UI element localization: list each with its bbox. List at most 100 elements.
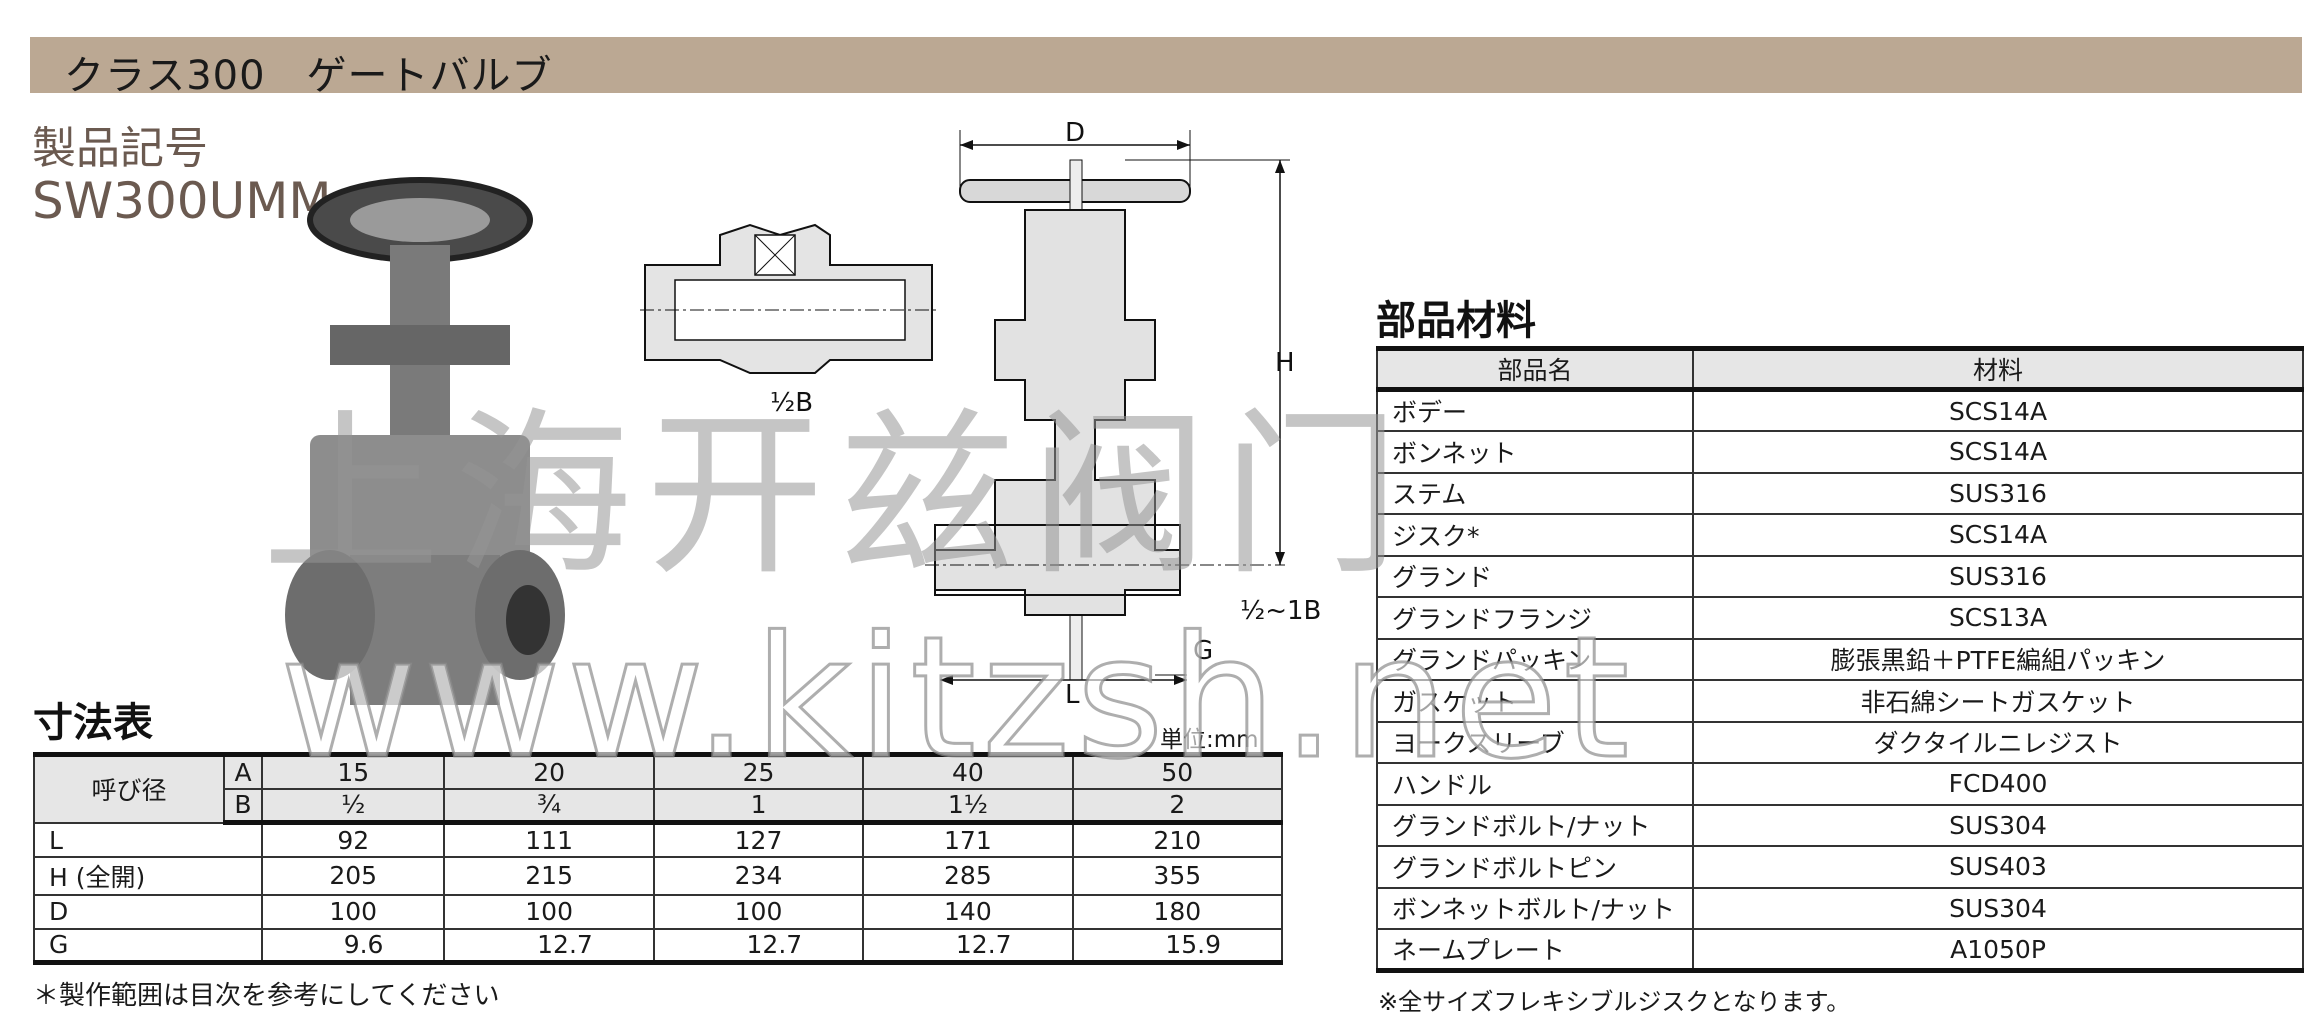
elevation-drawing [925,130,1290,685]
material: ダクタイルニレジスト [1692,720,2304,764]
part-name: グランドパッキン [1376,637,1694,681]
cell: 111 [443,821,655,858]
cell: 100 [260,893,446,930]
cell: 1½ [862,787,1074,825]
table-row: G 9.6 12.7 12.7 12.7 15.9 [33,927,1284,964]
row-label: G [33,927,263,964]
row-label: L [33,821,263,858]
cell: 2 [1071,787,1284,825]
cell: 234 [652,855,865,896]
label-range-b: ½~1B [1240,596,1322,626]
part-name: ジスク* [1376,513,1694,557]
material: SCS14A [1692,430,2304,474]
part-name: ハンドル [1376,762,1694,806]
cell: 100 [652,893,865,930]
material: SUS304 [1692,886,2304,930]
product-code-label: 製品記号 [32,123,208,174]
cell: 210 [1071,821,1284,858]
part-name: ヨークスリーブ [1376,720,1694,764]
material: A1050P [1692,928,2304,972]
part-name: ボデー [1376,388,1694,432]
part-name: ネームプレート [1376,928,1694,972]
part-name: グランド [1376,554,1694,598]
part-name: グランドフランジ [1376,596,1694,640]
cell: ¾ [443,787,655,825]
dimensions-table: 呼び径 A 15 20 25 40 50 B ½ ¾ 1 1½ 2 L 92 1… [33,752,1284,965]
cell: 50 [1071,753,1284,790]
label-h: H [1275,348,1295,378]
material: FCD400 [1692,762,2304,806]
cell: 20 [443,753,655,790]
dimensions-heading: 寸法表 [33,700,153,746]
row-label: H (全開) [33,855,263,896]
part-name: ボンネット [1376,430,1694,474]
unit-label: 単位:mm [1160,727,1259,753]
valve-photo [285,177,565,705]
row-label: D [33,893,263,930]
table-row: D 100 100 100 140 180 [33,893,1284,930]
part-name: グランドボルト/ナット [1376,803,1694,847]
label-half-b: ½B [770,388,814,418]
cell: 140 [862,893,1074,930]
table-row: H (全開) 205 215 234 285 355 [33,855,1284,896]
b-label: B [223,787,263,825]
part-name: ステム [1376,471,1694,515]
cell: ½ [260,787,446,825]
table-header: 部品名 材料 [1376,347,2304,392]
cell: 12.7 [443,927,655,964]
material: SCS13A [1692,596,2304,640]
product-code: SW300UMM [32,172,332,230]
cell: 171 [862,821,1074,858]
cell: 25 [652,753,865,790]
cell: 285 [862,855,1074,896]
material: SUS304 [1692,803,2304,847]
table-row: ガスケット非石綿シートガスケット [1376,679,2304,723]
cell: 9.6 [260,927,446,964]
part-name: ガスケット [1376,679,1694,723]
cell: 215 [443,855,655,896]
section-drawing-half-b [640,223,940,374]
title-bar: クラス300 ゲートバルブ [30,37,2302,99]
material: SUS403 [1692,845,2304,889]
a-label: A [223,753,263,790]
cell: 12.7 [652,927,865,964]
nominal-label: 呼び径 [33,753,225,824]
col-part: 部品名 [1376,347,1694,392]
dimensions-note: ＊製作範囲は目次を参考にしてください [33,981,500,1011]
label-d: D [1065,118,1086,148]
part-name: グランドボルトピン [1376,845,1694,889]
material: SCS14A [1692,513,2304,557]
table-row: グランドパッキン膨張黒鉛＋PTFE編組パッキン [1376,637,2304,681]
table-row: ヨークスリーブダクタイルニレジスト [1376,720,2304,764]
material: SUS316 [1692,471,2304,515]
cell: 127 [652,821,865,858]
parts-heading: 部品材料 [1376,298,1536,344]
material: 非石綿シートガスケット [1692,679,2304,723]
cell: 15.9 [1071,927,1284,964]
material: 膨張黒鉛＋PTFE編組パッキン [1692,637,2304,681]
label-g: G [1193,636,1214,666]
cell: 355 [1071,855,1284,896]
col-material: 材料 [1692,347,2304,392]
table-row-a: 呼び径 A 15 20 25 40 50 [33,753,1284,824]
table-row-b: B ½ ¾ 1 1½ 2 [34,787,1284,825]
cell: 100 [443,893,655,930]
material: SUS316 [1692,554,2304,598]
page-title: クラス300 ゲートバルブ [64,53,553,99]
cell: 205 [260,855,446,896]
label-l: L [1065,680,1080,710]
cell: 180 [1071,893,1284,930]
cell: 92 [260,821,446,858]
cell: 1 [652,787,865,825]
cell: 15 [260,753,446,790]
